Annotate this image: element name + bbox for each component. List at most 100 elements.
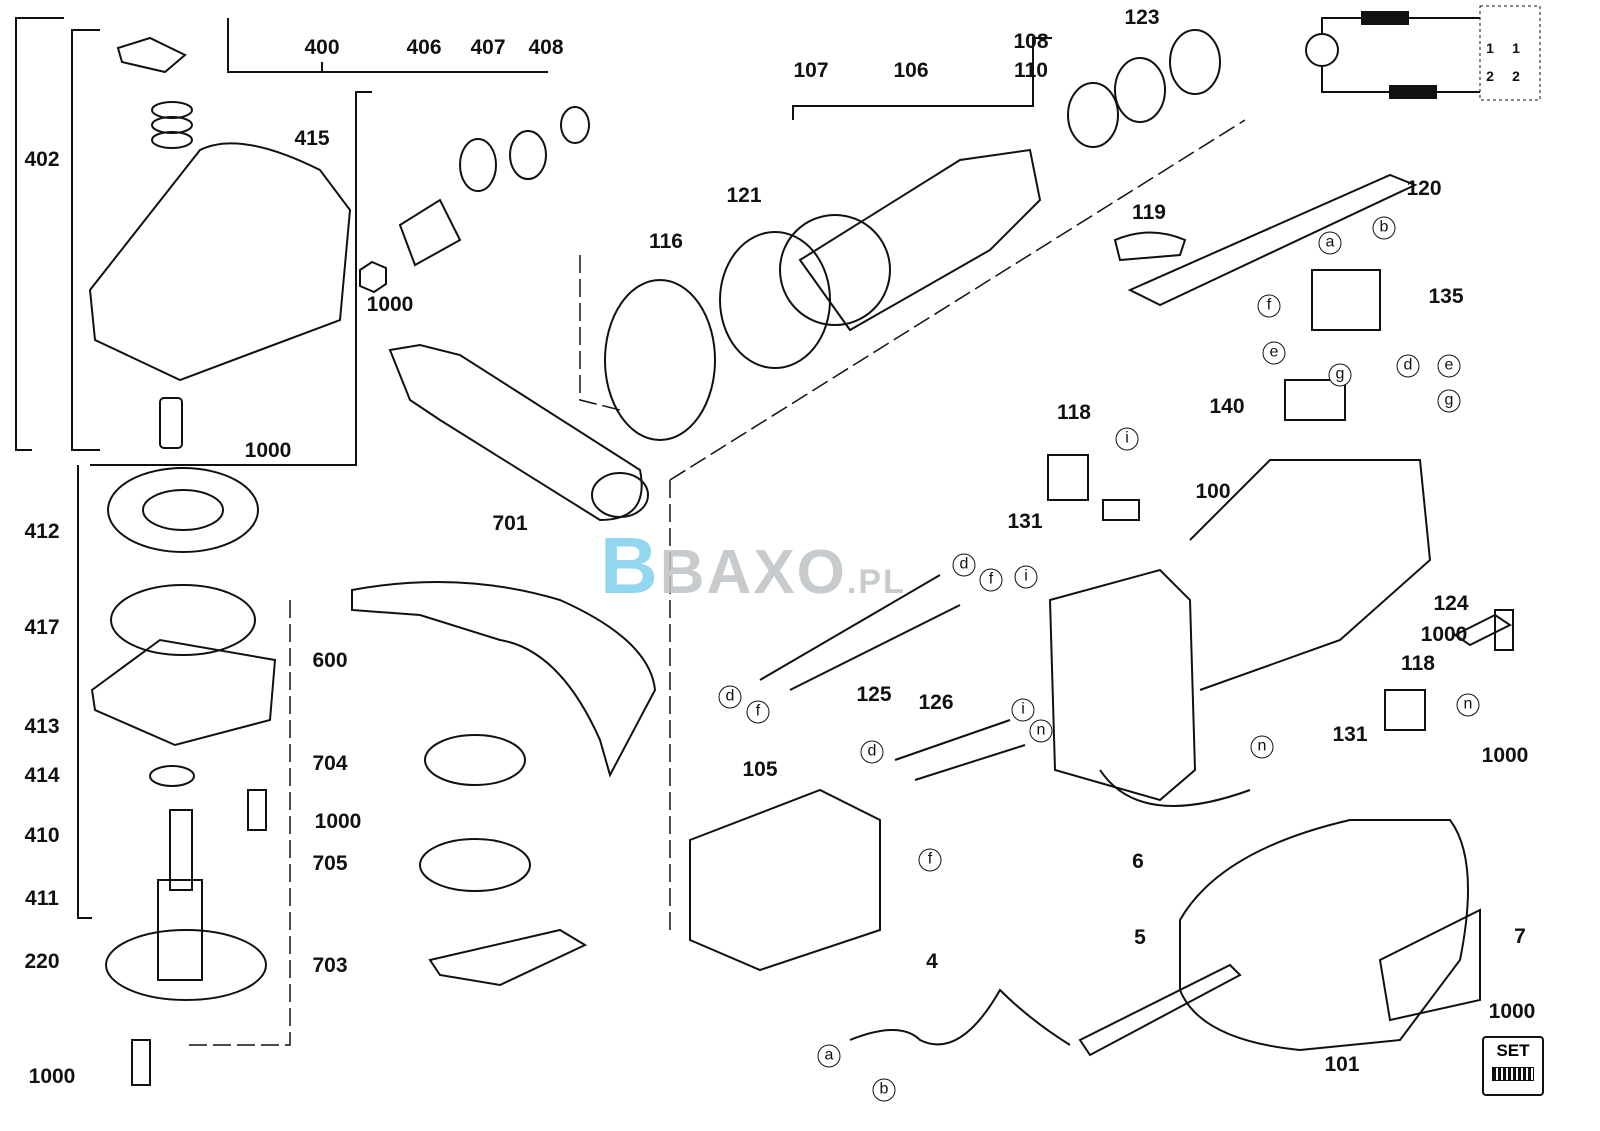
- part-number-label: 121: [726, 184, 762, 207]
- bracket-411: [77, 465, 92, 919]
- part-number-label: 411: [25, 887, 59, 910]
- schematic-terminal-label: 1: [1486, 40, 1494, 56]
- wire-connection-letter: g: [1328, 363, 1352, 387]
- part-number-label: 118: [1401, 652, 1435, 675]
- wire-connection-letter: a: [1318, 231, 1342, 255]
- part-number-label: 124: [1433, 592, 1469, 615]
- part-number-label: 126: [918, 691, 954, 714]
- part-number-label: 125: [856, 683, 892, 706]
- pinion-415: [398, 198, 462, 267]
- wire-connection-letter: d: [860, 740, 884, 764]
- capacitor-140: [1284, 379, 1346, 421]
- wire-connection-letter: n: [1029, 719, 1053, 743]
- guard-600: [351, 581, 657, 778]
- plate-220: [105, 929, 267, 1001]
- flange-704: [424, 734, 526, 786]
- wire-connection-letter: g: [1437, 389, 1461, 413]
- bracket-106: [792, 37, 1052, 120]
- brush-131: [1102, 499, 1140, 521]
- switch-135: [1311, 269, 1381, 331]
- part-number-label: 402: [24, 148, 60, 171]
- part-number-label: 704: [312, 752, 348, 775]
- part-number-label: 1000: [1481, 744, 1529, 767]
- flange-705: [419, 838, 531, 892]
- bevel-gear-412: [107, 467, 259, 553]
- part-number-label: 1000: [28, 1065, 76, 1088]
- part-number-label: 6: [1132, 850, 1144, 873]
- part-number-label: 408: [528, 36, 564, 59]
- part-number-label: 406: [406, 36, 442, 59]
- switch-rod-120: [1127, 173, 1418, 307]
- label-7: [1378, 908, 1481, 1022]
- part-number-label: 417: [24, 616, 60, 639]
- wire-connection-letter: e: [1262, 341, 1286, 365]
- gear-housing: [88, 142, 352, 382]
- wire-connection-letter: f: [918, 848, 942, 872]
- cord-4: [849, 988, 1071, 1046]
- spindle-410: [169, 809, 193, 891]
- wire-connection-letter: i: [1011, 698, 1035, 722]
- part-number-label: 110: [1014, 59, 1048, 82]
- side-handle-701: [388, 343, 643, 522]
- bearing-plate-116: [604, 279, 716, 441]
- part-number-label: 220: [24, 950, 60, 973]
- part-number-label: 400: [304, 36, 340, 59]
- part-number-label: 108: [1013, 30, 1049, 53]
- part-number-label: 116: [649, 230, 683, 253]
- o-ring-121: [719, 231, 831, 369]
- part-number-label: 600: [312, 649, 348, 672]
- part-number-label: 407: [470, 36, 506, 59]
- screw-icon: [1492, 1067, 1534, 1081]
- part-number-label: 123: [1124, 6, 1160, 29]
- bracket-402: [15, 17, 64, 451]
- part-number-label: 1000: [366, 293, 414, 316]
- wire-connection-letter: d: [718, 685, 742, 709]
- clamp-124: [1453, 613, 1512, 647]
- bracket-410-411: [90, 91, 372, 466]
- wire-connection-letter: i: [1014, 565, 1038, 589]
- bracket-402-inner: [71, 29, 100, 451]
- bearing-108: [1114, 57, 1166, 123]
- wrench-703: [428, 928, 588, 987]
- part-number-label: 101: [1324, 1053, 1360, 1076]
- wiring-schematic: [1305, 5, 1541, 101]
- rear-handle-101: [1179, 819, 1469, 1052]
- part-number-label: 703: [312, 954, 348, 977]
- motor-housing-100: [1048, 568, 1197, 802]
- part-number-label: 105: [742, 758, 778, 781]
- part-number-label: 414: [24, 764, 60, 787]
- cord-guard-5: [1078, 963, 1242, 1057]
- schematic-terminal-label: 2: [1486, 68, 1494, 84]
- wire-connection-letter: i: [1115, 427, 1139, 451]
- part-number-label: 1000: [314, 810, 362, 833]
- brush-holder-118b: [1384, 689, 1426, 731]
- sleeve-6: [1099, 769, 1251, 807]
- bearing-110: [1067, 82, 1119, 148]
- part-number-label: 120: [1406, 177, 1442, 200]
- watermark-logo: BBAXO.PL: [600, 521, 906, 610]
- part-number-label: 119: [1132, 201, 1166, 224]
- part-number-label: 705: [312, 852, 348, 875]
- part-number-label: 415: [294, 127, 330, 150]
- pin: [159, 397, 183, 449]
- wire-connection-letter: d: [952, 553, 976, 577]
- part-number-label: 410: [24, 824, 60, 847]
- part-number-label: 131: [1007, 510, 1043, 533]
- part-number-label: 412: [24, 520, 60, 543]
- wire-connection-letter: n: [1456, 693, 1480, 717]
- wire-connection-letter: d: [1396, 354, 1420, 378]
- flange-413: [90, 638, 277, 747]
- cap-part: [116, 36, 187, 74]
- part-number-label: 135: [1428, 285, 1464, 308]
- wire-connection-letter: a: [817, 1044, 841, 1068]
- brush-holder-118: [1047, 454, 1089, 501]
- wire-connection-letter: n: [1250, 735, 1274, 759]
- wire-connection-letter: b: [872, 1078, 896, 1102]
- screw-set-badge: SET: [1482, 1036, 1544, 1096]
- part-number-label: 100: [1195, 480, 1231, 503]
- schematic-terminal-label: 1: [1512, 40, 1520, 56]
- part-number-label: 131: [1332, 723, 1368, 746]
- part-number-label: 140: [1209, 395, 1245, 418]
- switch-button-119: [1113, 231, 1187, 262]
